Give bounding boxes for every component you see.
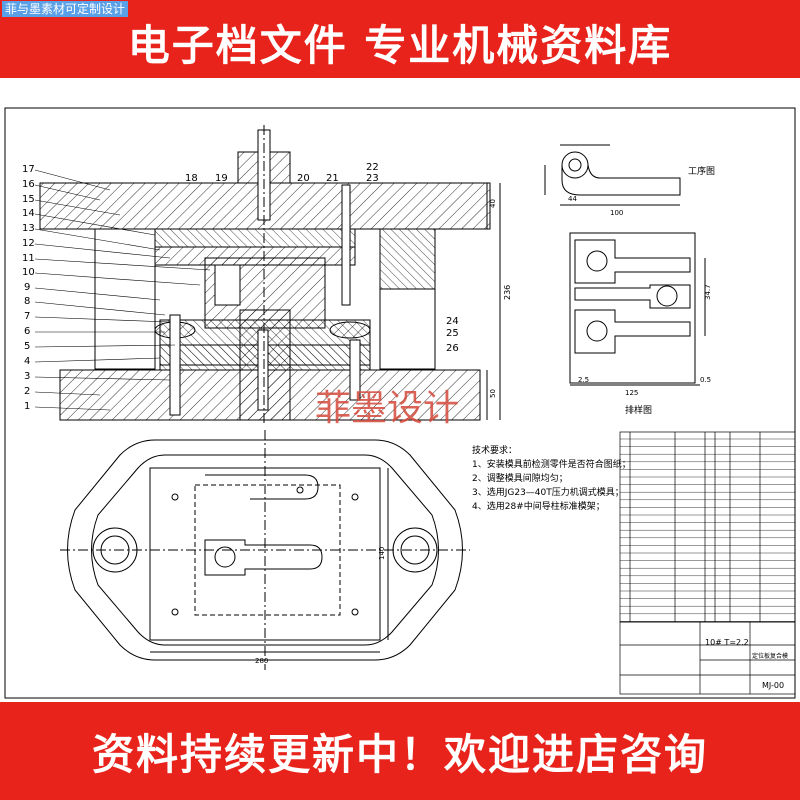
callout-11: 11 bbox=[22, 253, 35, 264]
top-banner: 电子档文件 专业机械资料库 bbox=[0, 0, 800, 78]
title-block-name: 定位板复合模 bbox=[752, 652, 788, 660]
plan-view bbox=[60, 430, 470, 670]
callout-leaders-left bbox=[34, 169, 211, 411]
strip-layout bbox=[569, 232, 706, 386]
callout-7: 7 bbox=[24, 311, 30, 322]
part-sketch bbox=[544, 144, 681, 206]
tech-requirements: 技术要求： 1、安装模具前检测零件是否符合图纸； 2、调整模具间隙均匀； 3、选… bbox=[472, 444, 631, 512]
tech-requirement-item: 4、选用28#中间导柱标准模架； bbox=[472, 500, 605, 512]
tech-requirement-item: 2、调整模具间隙均匀； bbox=[472, 472, 568, 484]
callout-4: 4 bbox=[24, 356, 30, 367]
part-callouts-top: 18 19 20 21 22 23 bbox=[185, 162, 379, 184]
dim-strip-width: 125 bbox=[625, 389, 638, 397]
tech-requirements-title: 技术要求： bbox=[472, 444, 517, 456]
section-view bbox=[39, 125, 501, 425]
dim-top-height: 40 bbox=[489, 199, 497, 208]
part-callouts-left: 17 16 15 14 13 12 11 10 9 8 7 6 5 4 3 2 … bbox=[22, 164, 35, 412]
bottom-banner: 资料持续更新中！欢迎进店咨询 bbox=[0, 702, 800, 800]
callout-23: 23 bbox=[366, 173, 379, 184]
tech-requirement-item: 3、选用JG23—40T压力机调式模具； bbox=[472, 486, 624, 498]
bottom-banner-title: 资料持续更新中！欢迎进店咨询 bbox=[91, 729, 708, 779]
callout-8: 8 bbox=[24, 296, 30, 307]
title-block bbox=[619, 621, 796, 695]
part-callouts-right: 24 25 26 bbox=[446, 316, 459, 354]
callout-17: 17 bbox=[22, 164, 35, 175]
watermark-label: 菲与墨素材可定制设计 bbox=[2, 1, 129, 17]
callout-21: 21 bbox=[326, 173, 339, 184]
callout-16: 16 bbox=[22, 179, 35, 190]
drawing-frame bbox=[4, 107, 796, 699]
callout-9: 9 bbox=[24, 282, 30, 293]
callout-5: 5 bbox=[24, 341, 30, 352]
bom-rows bbox=[620, 438, 795, 622]
layout-label: 排样图 bbox=[625, 404, 652, 416]
callout-22: 22 bbox=[366, 162, 379, 173]
callout-10: 10 bbox=[22, 267, 35, 278]
dim-overall-height: 236 bbox=[503, 285, 512, 300]
top-banner-title: 电子档文件 专业机械资料库 bbox=[127, 20, 673, 70]
dim-strip-left: 2.5 bbox=[578, 376, 589, 384]
dim-base-height: 50 bbox=[489, 389, 497, 398]
callout-15: 15 bbox=[22, 194, 35, 205]
dim-part-length: 100 bbox=[610, 209, 623, 217]
callout-1: 1 bbox=[24, 401, 30, 412]
callout-18: 18 bbox=[185, 173, 198, 184]
callout-24: 24 bbox=[446, 316, 459, 327]
callout-13: 13 bbox=[22, 223, 35, 234]
engineering-drawing: 17 16 15 14 13 12 11 10 9 8 7 6 5 4 3 2 … bbox=[0, 78, 800, 702]
dim-plan-width: 280 bbox=[255, 657, 268, 665]
dim-plan-height: 140 bbox=[378, 547, 386, 560]
callout-25: 25 bbox=[446, 328, 459, 339]
callout-2: 2 bbox=[24, 386, 30, 397]
bill-of-materials bbox=[619, 431, 796, 623]
part-sketch-label: 工序图 bbox=[688, 165, 715, 177]
dim-strip-right: 0.5 bbox=[700, 376, 711, 384]
callout-19: 19 bbox=[215, 173, 228, 184]
dim-sketch-a: 44 bbox=[568, 195, 577, 203]
center-watermark: 菲墨设计 bbox=[315, 388, 459, 429]
callout-6: 6 bbox=[24, 326, 30, 337]
callout-14: 14 bbox=[22, 208, 35, 219]
title-block-material: 10# T=2.2 bbox=[705, 638, 749, 647]
tech-requirement-item: 1、安装模具前检测零件是否符合图纸； bbox=[472, 458, 631, 470]
dim-strip-pitch: 34.7 bbox=[704, 284, 712, 300]
callout-20: 20 bbox=[297, 173, 310, 184]
callout-3: 3 bbox=[24, 371, 30, 382]
callout-26: 26 bbox=[446, 343, 459, 354]
callout-12: 12 bbox=[22, 238, 35, 249]
title-block-drawing-no: MJ-00 bbox=[762, 681, 784, 690]
